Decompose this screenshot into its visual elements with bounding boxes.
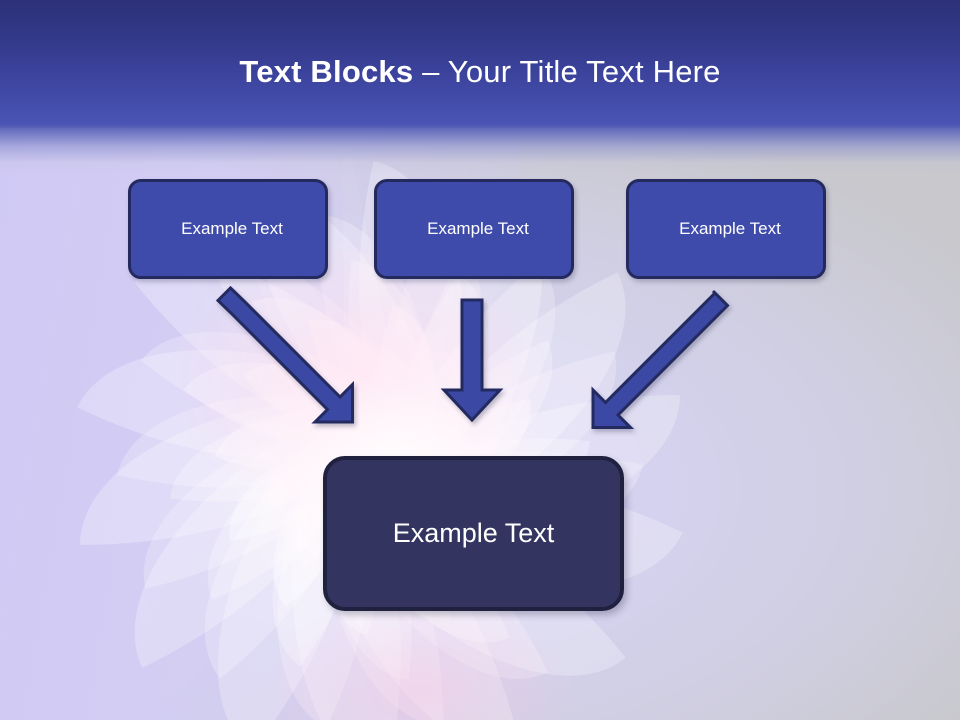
page-title: Text Blocks – Your Title Text Here <box>0 52 960 92</box>
text-block-3-label: Example Text <box>679 219 781 238</box>
title-band <box>0 0 960 128</box>
page-title-bold: Text Blocks <box>239 54 414 89</box>
text-block-1[interactable]: Example Text <box>128 179 328 279</box>
text-block-2[interactable]: Example Text <box>374 179 574 279</box>
page-title-rest: – Your Title Text Here <box>413 54 721 89</box>
text-block-result-label: Example Text <box>392 518 555 548</box>
text-block-3[interactable]: Example Text <box>626 179 826 279</box>
text-block-1-label: Example Text <box>181 219 283 238</box>
title-band-fade <box>0 128 960 174</box>
arrow-right-diagonal <box>591 289 730 429</box>
arrow-left-diagonal <box>215 285 354 424</box>
text-block-2-label: Example Text <box>427 219 529 238</box>
arrow-middle-vertical <box>440 298 504 423</box>
text-block-result[interactable]: Example Text <box>323 456 624 611</box>
